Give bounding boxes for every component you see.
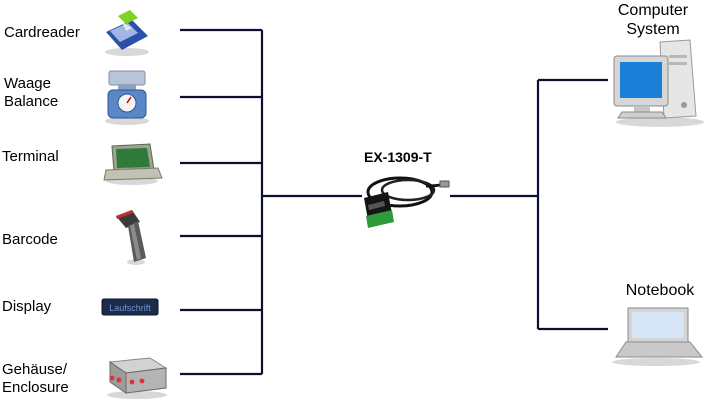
notebook-icon	[612, 307, 704, 366]
usb-serial-adapter-icon	[364, 176, 450, 228]
device-label-barcode: Barcode	[2, 231, 58, 248]
target-label-notebook: Notebook	[625, 282, 695, 299]
device-label-display: Display	[2, 298, 52, 315]
device-label-enclosure: Gehäuse/Enclosure	[2, 361, 69, 396]
adapter-title: EX-1309-T	[364, 149, 432, 165]
enclosure-icon	[107, 357, 168, 399]
display-icon: Laufschrift	[101, 298, 159, 316]
device-label-cardreader: Cardreader	[4, 24, 80, 41]
terminal-icon	[103, 143, 163, 185]
device-label-terminal: Terminal	[2, 148, 59, 165]
cardreader-icon	[105, 10, 149, 56]
barcode-scanner-icon	[116, 210, 146, 265]
desktop-computer-icon	[613, 39, 704, 127]
display-scrolling-text: Laufschrift	[109, 303, 151, 313]
scale-icon	[105, 70, 149, 125]
